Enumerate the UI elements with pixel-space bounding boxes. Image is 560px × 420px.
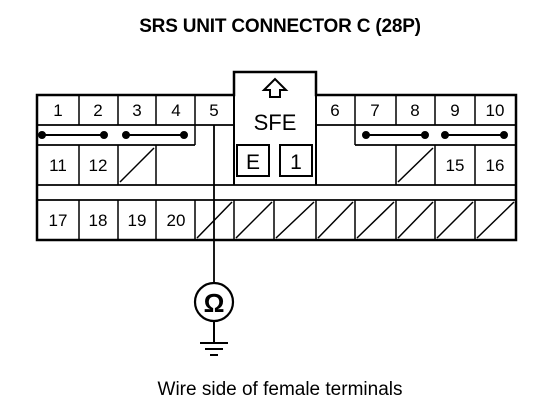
terminal-17: 17 bbox=[49, 211, 68, 230]
terminal-15: 15 bbox=[446, 156, 465, 175]
terminal-3: 3 bbox=[132, 101, 141, 120]
terminal-16: 16 bbox=[486, 156, 505, 175]
terminal-9: 9 bbox=[450, 101, 459, 120]
terminal-8: 8 bbox=[410, 101, 419, 120]
terminal-6: 6 bbox=[330, 101, 339, 120]
lock-box-1 bbox=[279, 144, 313, 177]
shorting-bars bbox=[38, 131, 508, 139]
ohm-symbol: Ω bbox=[204, 288, 225, 318]
terminal-7: 7 bbox=[370, 101, 379, 120]
lock-housing bbox=[233, 95, 317, 185]
lock-box-e-label: E bbox=[246, 151, 260, 174]
terminal-grid bbox=[37, 95, 516, 240]
terminal-11: 11 bbox=[49, 156, 67, 175]
terminal-20: 20 bbox=[167, 211, 186, 230]
diagram-title: SRS UNIT CONNECTOR C (28P) bbox=[139, 16, 421, 37]
ohmmeter-icon: Ω bbox=[193, 281, 235, 323]
lock-box-1-label: 1 bbox=[290, 151, 302, 174]
terminal-1: 1 bbox=[53, 101, 62, 120]
up-arrow-icon bbox=[261, 77, 289, 98]
terminal-12: 12 bbox=[89, 156, 108, 175]
lock-label: SFE bbox=[254, 110, 297, 135]
terminal-10: 10 bbox=[486, 101, 505, 120]
diagram-caption: Wire side of female terminals bbox=[157, 379, 403, 400]
terminal-5: 5 bbox=[209, 101, 218, 120]
terminal-2: 2 bbox=[93, 101, 102, 120]
lock-box-e bbox=[236, 144, 270, 177]
ground-icon bbox=[200, 321, 228, 356]
terminal-19: 19 bbox=[128, 211, 147, 230]
terminal-4: 4 bbox=[171, 101, 180, 120]
terminal-18: 18 bbox=[89, 211, 108, 230]
